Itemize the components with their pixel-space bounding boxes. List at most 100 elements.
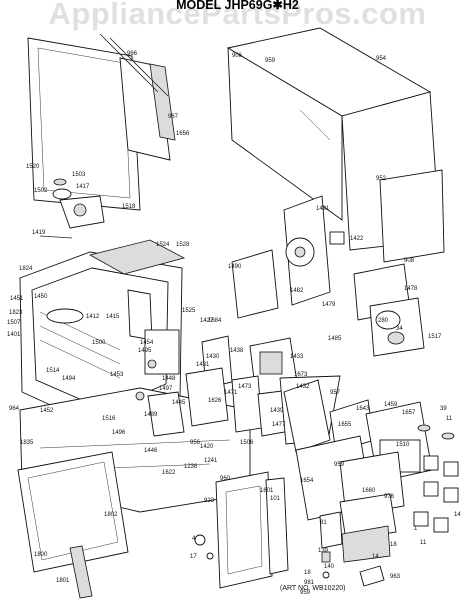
label-1801: 1801: [56, 578, 70, 584]
label-1516: 1516: [102, 416, 116, 422]
label-1427: 1427: [200, 318, 214, 324]
label-1430: 1430: [206, 354, 220, 360]
label-1601: 1601: [260, 488, 274, 494]
art-number: (ART NO. WB10220): [280, 585, 346, 592]
label-1478: 1478: [404, 286, 418, 292]
label-1507: 1507: [7, 320, 21, 326]
label-1626: 1626: [208, 398, 222, 404]
label-908: 908: [404, 258, 415, 264]
fan-motor-parts-left: [39, 178, 105, 239]
label-1448: 1448: [162, 376, 176, 382]
label-1684: 1684: [208, 318, 222, 324]
label-1520: 1520: [26, 164, 40, 170]
label-964: 964: [9, 406, 20, 412]
label-1454: 1454: [140, 340, 154, 346]
label-1450: 1450: [34, 294, 48, 300]
label-1518: 1518: [122, 204, 136, 210]
label-280: 280: [378, 318, 389, 324]
label-1451: 1451: [10, 296, 24, 302]
label-18-b: 18: [390, 542, 397, 548]
inner-door-frame: [194, 471, 289, 589]
door-frame-assembly: [27, 33, 176, 211]
label-1502: 1502: [34, 188, 48, 194]
label-1823: 1823: [9, 310, 23, 316]
label-1490: 1490: [228, 264, 242, 270]
label-1471: 1471: [224, 390, 238, 396]
label-140: 140: [324, 564, 335, 570]
label-81: 81: [320, 520, 327, 526]
label-1514: 1514: [46, 368, 60, 374]
label-1494: 1494: [62, 376, 76, 382]
label-1656: 1656: [176, 131, 190, 137]
label-906: 906: [232, 53, 243, 59]
label-959: 959: [265, 58, 276, 64]
label-39: 39: [440, 406, 447, 412]
label-1489: 1489: [144, 412, 158, 418]
label-1432: 1432: [296, 384, 310, 390]
label-1528: 1528: [176, 242, 190, 248]
watermark-logo: AppliancePartsPros.com: [48, 0, 427, 31]
label-1477: 1477: [272, 422, 286, 428]
label-1643: 1643: [356, 406, 370, 412]
label-1459: 1459: [384, 402, 398, 408]
label-1422: 1422: [350, 236, 364, 242]
front-door-panel: [17, 451, 129, 599]
label-1431: 1431: [196, 362, 210, 368]
label-1517: 1517: [428, 334, 442, 340]
label-1: 1: [414, 526, 418, 532]
label-1500: 1500: [92, 340, 106, 346]
label-981: 981: [304, 580, 315, 586]
misc-brackets: [319, 511, 385, 587]
label-1657: 1657: [402, 410, 416, 416]
label-1622: 1622: [162, 470, 176, 476]
label-957: 957: [330, 390, 341, 396]
oven-cavity: [19, 239, 186, 431]
label-956: 956: [190, 440, 201, 446]
label-1479: 1479: [322, 302, 336, 308]
label-1496: 1496: [112, 430, 126, 436]
label-1417: 1417: [76, 184, 90, 190]
label-960: 960: [220, 476, 231, 482]
label-1673: 1673: [294, 372, 308, 378]
label-954: 954: [376, 56, 387, 62]
label-1473: 1473: [238, 384, 252, 390]
control-panel-right: [283, 379, 459, 563]
label-1236: 1236: [184, 464, 198, 470]
label-1800: 1800: [34, 552, 48, 558]
label-1433: 1433: [290, 354, 304, 360]
model-title: MODEL JHP69G✱H2: [176, 0, 299, 12]
label-1419: 1419: [32, 230, 46, 236]
label-1835: 1835: [20, 440, 34, 446]
label-1415: 1415: [106, 314, 120, 320]
label-1446: 1446: [144, 448, 158, 454]
label-959-b: 959: [334, 462, 345, 468]
label-1445: 1445: [172, 400, 186, 406]
outer-case: [226, 27, 445, 263]
label-1491: 1491: [316, 206, 330, 212]
label-1824: 1824: [19, 266, 33, 272]
label-1503: 1503: [72, 172, 86, 178]
label-1452: 1452: [40, 408, 54, 414]
label-1524: 1524: [156, 242, 170, 248]
label-976: 976: [384, 494, 395, 500]
label-1654: 1654: [300, 478, 314, 484]
label-1660: 1660: [362, 488, 376, 494]
label-1401: 1401: [7, 332, 21, 338]
label-17: 17: [190, 554, 197, 560]
label-1655: 1655: [338, 422, 352, 428]
label-1412: 1412: [86, 314, 100, 320]
label-967: 967: [168, 114, 179, 120]
label-1453: 1453: [110, 372, 124, 378]
label-1438: 1438: [230, 348, 244, 354]
label-18: 18: [304, 570, 311, 576]
label-1241: 1241: [204, 458, 218, 464]
label-1485: 1485: [328, 336, 342, 342]
label-963: 963: [390, 574, 401, 580]
label-1525: 1525: [182, 308, 196, 314]
label-4: 4: [192, 536, 196, 542]
label-1506: 1506: [240, 440, 254, 446]
label-11: 11: [446, 416, 453, 422]
label-14-b: 14: [372, 554, 379, 560]
label-1802: 1802: [104, 512, 118, 518]
